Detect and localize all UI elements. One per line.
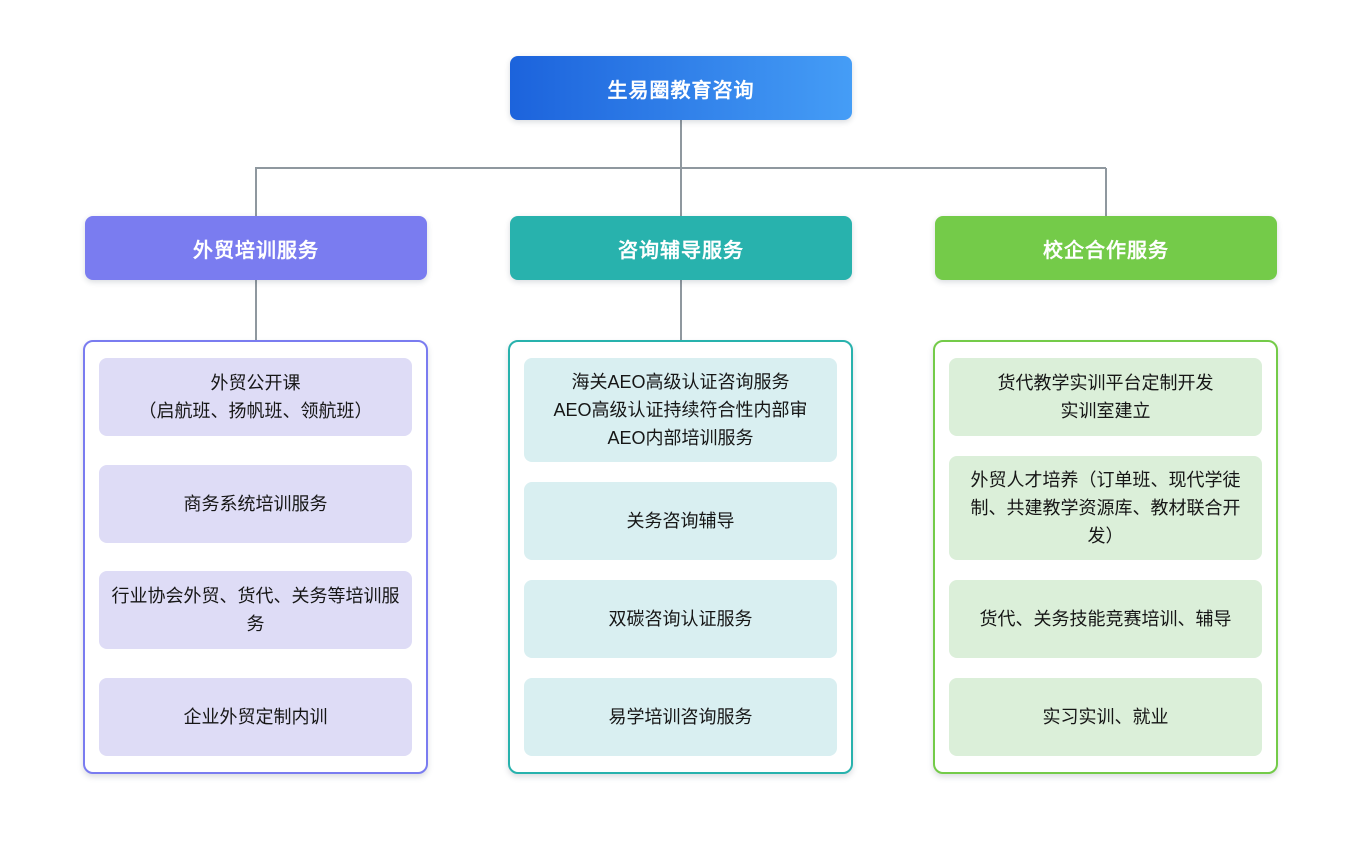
service-card: 海关AEO高级认证咨询服务 AEO高级认证持续符合性内部审 AEO内部培训服务 bbox=[524, 358, 837, 462]
service-card: 实习实训、就业 bbox=[949, 678, 1262, 756]
root-node: 生易圈教育咨询 bbox=[510, 56, 852, 120]
service-group-consulting-coaching: 海关AEO高级认证咨询服务 AEO高级认证持续符合性内部审 AEO内部培训服务 … bbox=[508, 340, 853, 774]
branch-header-school-enterprise: 校企合作服务 bbox=[935, 216, 1277, 280]
service-card: 外贸人才培养（订单班、现代学徒制、共建教学资源库、教材联合开发） bbox=[949, 456, 1262, 560]
service-card: 外贸公开课 （启航班、扬帆班、领航班） bbox=[99, 358, 412, 436]
service-card: 企业外贸定制内训 bbox=[99, 677, 412, 756]
connector-root-stem bbox=[680, 120, 682, 168]
connector-drop-branch-3 bbox=[1105, 168, 1107, 216]
branch-header-label: 外贸培训服务 bbox=[193, 239, 319, 262]
branch-header-label: 咨询辅导服务 bbox=[618, 239, 744, 262]
branch-header-label: 校企合作服务 bbox=[1043, 239, 1169, 262]
service-group-school-enterprise: 货代教学实训平台定制开发 实训室建立 外贸人才培养（订单班、现代学徒制、共建教学… bbox=[933, 340, 1278, 774]
branch-header-foreign-trade-training: 外贸培训服务 bbox=[85, 216, 427, 280]
service-card: 易学培训咨询服务 bbox=[524, 678, 837, 756]
connector-drop-branch-1 bbox=[255, 168, 257, 216]
connector-cross-bar bbox=[255, 167, 1106, 169]
service-card: 行业协会外贸、货代、关务等培训服务 bbox=[99, 571, 412, 650]
connector-branch-1-group bbox=[255, 280, 257, 340]
root-node-label: 生易圈教育咨询 bbox=[607, 79, 755, 102]
connector-drop-branch-2 bbox=[680, 168, 682, 216]
service-card: 货代、关务技能竞赛培训、辅导 bbox=[949, 580, 1262, 658]
service-card: 货代教学实训平台定制开发 实训室建立 bbox=[949, 358, 1262, 436]
connector-branch-2-group bbox=[680, 280, 682, 340]
service-card: 关务咨询辅导 bbox=[524, 482, 837, 560]
service-card: 双碳咨询认证服务 bbox=[524, 580, 837, 658]
service-card: 商务系统培训服务 bbox=[99, 464, 412, 543]
service-group-foreign-trade-training: 外贸公开课 （启航班、扬帆班、领航班） 商务系统培训服务 行业协会外贸、货代、关… bbox=[83, 340, 428, 774]
branch-header-consulting-coaching: 咨询辅导服务 bbox=[510, 216, 852, 280]
